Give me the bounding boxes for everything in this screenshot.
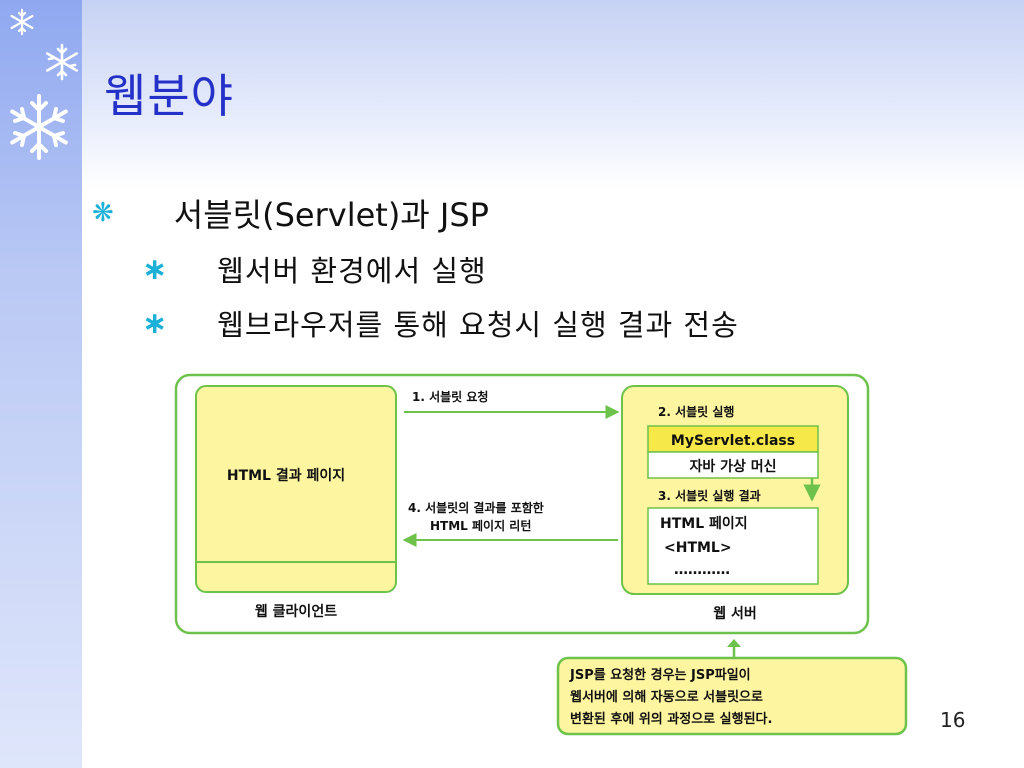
bullet-text: 서블릿(Servlet)과 JSP [173,196,489,234]
servlet-flow-diagram: HTML 결과 페이지 웹 클라이언트 2. 서블릿 실행 MyServlet.… [174,373,870,635]
snowflake-icon [46,43,78,81]
slide-title: 웹분야 [104,69,234,123]
bullet-level2: ∗ 웹서버 환경에서 실행 [142,248,487,290]
bullet-level1: ❋ 서블릿(Servlet)과 JSP [92,190,489,236]
note-line1: JSP를 요청한 경우는 JSP파일이 [569,667,751,683]
bullet-asterisk-icon: ∗ [142,251,168,287]
arrow4-line2: HTML 페이지 리턴 [430,518,531,533]
client-caption: 웹 클라이언트 [255,603,337,620]
bullet-asterisk-icon: ∗ [142,305,168,341]
snowflake-icon [10,94,68,160]
step3-label: 3. 서블릿 실행 결과 [658,488,761,503]
client-box-label: HTML 결과 페이지 [227,467,345,484]
bullet-text: 웹브라우저를 통해 요청시 실행 결과 전송 [217,308,739,342]
snowflake-icon [10,8,34,36]
client-box [195,385,397,593]
jsp-note-box: JSP를 요청한 경우는 JSP파일이 웹서버에 의해 자동으로 서블릿으로 변… [556,656,908,736]
page-number: 16 [940,708,966,732]
bullet-level2: ∗ 웹브라우저를 통해 요청시 실행 결과 전송 [142,302,739,344]
note-line3: 변환된 후에 위의 과정으로 실행된다. [570,711,772,727]
bullet-asterisk-icon: ❋ [92,198,114,228]
bullet-text: 웹서버 환경에서 실행 [217,254,487,288]
note-box-rect [556,656,908,736]
result-line3: ………… [674,562,730,578]
arrow4-line1: 4. 서블릿의 결과를 포함한 [408,500,544,515]
note-line2: 웹서버에 의해 자동으로 서블릿으로 [570,689,763,705]
step2-label: 2. 서블릿 실행 [658,404,734,419]
result-box [647,507,819,585]
arrow1-label: 1. 서블릿 요청 [412,389,488,404]
jvm-label: 자바 가상 머신 [689,459,776,475]
title-band [82,0,1024,190]
class-label: MyServlet.class [671,433,795,449]
jvm-box [647,451,819,479]
result-line1: HTML 페이지 [660,515,748,532]
result-line2: <HTML> [664,540,732,556]
server-caption: 웹 서버 [713,605,757,622]
